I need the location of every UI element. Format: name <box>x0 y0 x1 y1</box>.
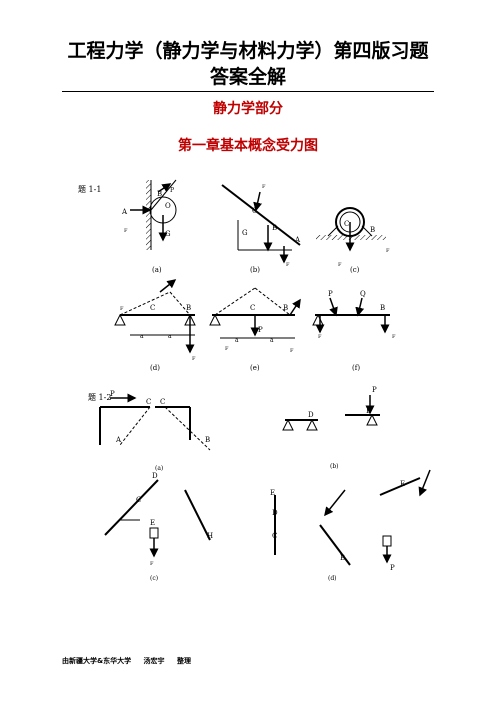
svg-text:C: C <box>272 532 277 540</box>
caption-1-1-d: (d) <box>150 364 160 372</box>
svg-text:F: F <box>318 334 322 340</box>
svg-text:D: D <box>152 472 158 480</box>
footer-org: 由新疆大学&东华大学 <box>62 657 132 665</box>
title-rule <box>62 91 434 92</box>
svg-text:a: a <box>168 333 172 340</box>
chapter-heading: 第一章基本概念受力图 <box>178 138 318 154</box>
svg-text:P: P <box>170 187 174 194</box>
svg-text:C: C <box>150 304 155 312</box>
caption-1-1-c: (c) <box>350 266 360 274</box>
free-body-diagrams: 题 1-1 A B O G P F (a) C G <box>78 179 431 582</box>
caption-1-2-d: (d) <box>328 575 337 582</box>
footer-role: 整理 <box>176 657 191 665</box>
svg-text:P: P <box>372 386 377 394</box>
diagram-1-2-a: P C A C B <box>99 390 211 451</box>
svg-text:C: C <box>160 398 165 406</box>
diagram-1-2-d: E D C B E P <box>270 469 431 572</box>
diagram-1-1-c: C B F F <box>316 207 390 268</box>
diagram-1-2-b: D P B <box>282 386 380 431</box>
diagram-1-2-c: D C E H F <box>104 472 213 567</box>
caption-1-1-e: (e) <box>250 364 260 372</box>
svg-text:B: B <box>380 304 385 312</box>
svg-text:P: P <box>328 290 333 298</box>
diagram-1-1-b: C G B A F F <box>221 184 301 268</box>
caption-1-2-c: (c) <box>150 575 158 582</box>
svg-text:F: F <box>124 228 128 234</box>
svg-text:F: F <box>120 306 124 312</box>
svg-text:D: D <box>272 509 278 517</box>
svg-text:G: G <box>242 229 248 237</box>
caption-1-2-a: (a) <box>155 465 163 472</box>
svg-text:B: B <box>205 436 210 444</box>
svg-text:B: B <box>283 304 288 312</box>
footer: 由新疆大学&东华大学 汤宏宇 整理 <box>62 656 201 666</box>
svg-text:P: P <box>390 564 395 572</box>
svg-text:A: A <box>294 236 301 244</box>
svg-text:F: F <box>338 262 342 268</box>
diagram-1-1-f: P Q B F F <box>312 290 396 340</box>
diagram-1-1-e: a a C P B F F <box>209 287 301 354</box>
svg-text:B: B <box>340 554 345 562</box>
svg-text:O: O <box>165 202 171 210</box>
svg-text:a: a <box>270 337 274 344</box>
svg-text:C: C <box>136 496 141 504</box>
title-line-1: 工程力学（静力学与材料力学）第四版习题 <box>67 40 429 62</box>
caption-1-1-a: (a) <box>152 266 162 274</box>
svg-text:D: D <box>308 411 314 419</box>
svg-text:P: P <box>258 326 263 334</box>
svg-text:F: F <box>286 262 290 268</box>
caption-1-1-b: (b) <box>250 266 260 274</box>
svg-text:C: C <box>344 220 349 228</box>
svg-text:E: E <box>270 489 275 497</box>
svg-text:B: B <box>186 304 191 312</box>
svg-text:a: a <box>235 337 239 344</box>
svg-text:F: F <box>386 248 390 254</box>
section-heading: 静力学部分 <box>213 101 283 117</box>
svg-text:B: B <box>157 190 162 198</box>
svg-text:C: C <box>250 304 255 312</box>
svg-text:F: F <box>192 356 196 362</box>
caption-1-2-b: (b) <box>330 463 339 470</box>
svg-text:F: F <box>150 561 154 567</box>
problem-1-2-label: 题 1-2 <box>88 393 111 402</box>
document-title: 工程力学（静力学与材料力学）第四版习题 答案全解 <box>0 38 496 90</box>
svg-text:E: E <box>150 519 155 527</box>
footer-author: 汤宏宇 <box>143 657 165 665</box>
svg-text:A: A <box>121 208 128 216</box>
svg-text:H: H <box>207 532 213 540</box>
diagram-1-1-a: A B O G P F <box>121 179 177 250</box>
svg-text:E: E <box>400 480 405 488</box>
svg-text:F: F <box>290 348 294 354</box>
title-line-2: 答案全解 <box>209 66 286 88</box>
svg-text:C: C <box>146 398 151 406</box>
svg-text:A: A <box>115 436 122 444</box>
svg-text:F: F <box>392 334 396 340</box>
svg-text:C: C <box>252 207 257 215</box>
diagram-1-1-d: a a C B F F <box>114 279 196 362</box>
svg-text:B: B <box>272 224 277 232</box>
svg-text:B: B <box>366 407 371 415</box>
caption-1-1-f: (f) <box>352 364 360 372</box>
svg-text:F: F <box>225 346 229 352</box>
svg-text:F: F <box>262 184 266 190</box>
problem-1-1-label: 题 1-1 <box>78 185 101 194</box>
svg-text:Q: Q <box>360 290 366 298</box>
svg-text:B: B <box>370 226 375 234</box>
svg-text:a: a <box>140 333 144 340</box>
svg-text:G: G <box>165 230 171 238</box>
svg-text:P: P <box>110 390 115 398</box>
